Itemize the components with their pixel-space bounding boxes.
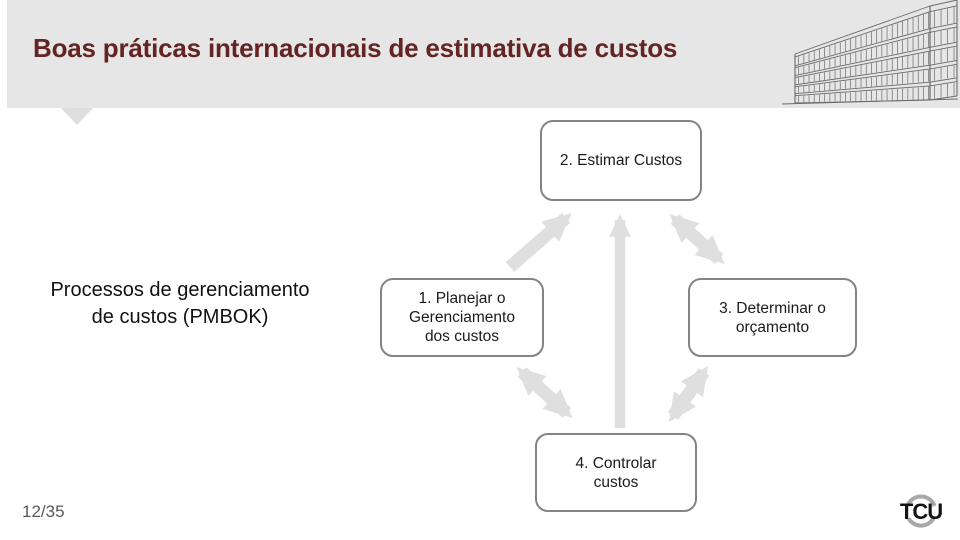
logo-swoosh-top-icon [905,494,937,507]
header-pointer [61,108,93,125]
arrow-1-to-4 [516,366,573,419]
diagram-node-planejar: 1. Planejar o Gerenciamento dos custos [380,278,544,357]
diagram-node-determinar: 3. Determinar o orçamento [688,278,857,357]
diagram-node-controlar: 4. Controlar custos [535,433,697,512]
logo-text: TCU [900,499,942,524]
building-illustration-icon [781,0,959,105]
arrow-2-to-3 [669,213,725,265]
logo-swoosh-bottom-icon [906,517,936,528]
arrow-1-to-2 [505,213,572,272]
tcu-logo: TCU [900,494,943,528]
page-number: 12/35 [22,502,65,521]
page-title: Boas práticas internacionais de estimati… [33,33,678,63]
arrow-3-to-4 [667,365,710,423]
header-band [7,0,960,108]
diagram-side-label: Processos de gerenciamento de custos (PM… [50,279,310,328]
diagram-node-estimar: 2. Estimar Custos [540,120,702,201]
